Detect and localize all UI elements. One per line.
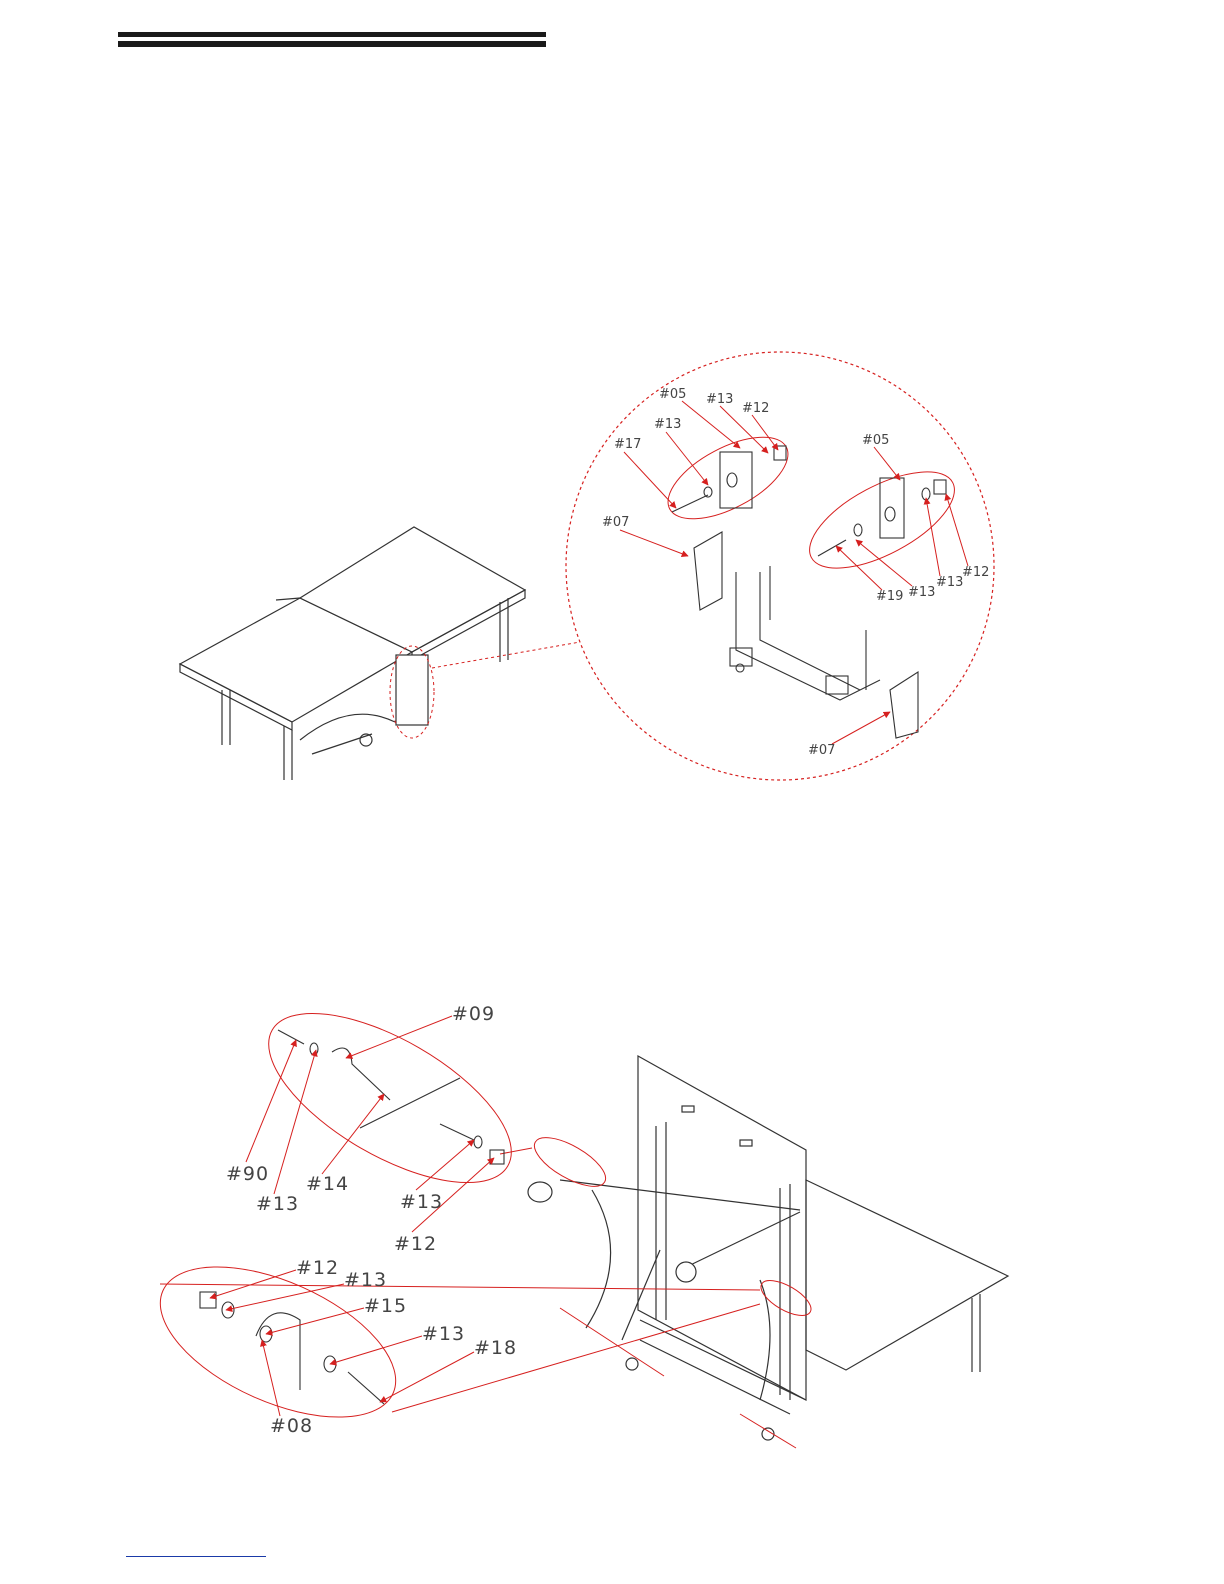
callout-label: #05 <box>862 433 889 448</box>
hardware-group-ellipse-bottom <box>138 1236 417 1448</box>
callout-label: #17 <box>614 437 641 452</box>
callout-label: #15 <box>364 1295 407 1317</box>
callout-label: #13 <box>400 1191 443 1213</box>
callout-label: #13 <box>422 1323 465 1345</box>
callout-label: #12 <box>742 401 769 416</box>
bottom-callout-arrows <box>210 1016 494 1416</box>
detail-circle <box>566 352 994 780</box>
callout-label: #07 <box>602 515 629 530</box>
callout-label: #13 <box>344 1269 387 1291</box>
folded-table-drawing <box>528 1056 1008 1440</box>
detail-leader <box>432 642 580 668</box>
detail-leaders <box>160 1148 796 1448</box>
hardware-group-ellipse-top <box>243 980 537 1216</box>
top-assembly-figure: #05 #13 #12 #13 #17 #05 #07 #19 #13 #13 … <box>0 0 1224 800</box>
callout-label: #13 <box>654 417 681 432</box>
callout-label: #13 <box>256 1193 299 1215</box>
callout-label: #19 <box>876 589 903 604</box>
callout-label: #12 <box>394 1233 437 1255</box>
callout-label: #12 <box>962 565 989 580</box>
footer-link-rule[interactable] <box>126 1556 266 1557</box>
callout-label: #18 <box>474 1337 517 1359</box>
callout-label: #90 <box>226 1163 269 1185</box>
callout-label: #07 <box>808 743 835 758</box>
callout-label: #14 <box>306 1173 349 1195</box>
frame-detail-ellipse-b <box>756 1274 816 1323</box>
hardware-group-ellipse-b <box>795 452 968 587</box>
top-callout-arrows <box>620 401 968 744</box>
callout-label: #13 <box>706 392 733 407</box>
frame-detail-ellipse-a <box>527 1128 612 1196</box>
callout-label: #13 <box>908 585 935 600</box>
callout-label: #13 <box>936 575 963 590</box>
callout-label: #08 <box>270 1415 313 1437</box>
callout-label: #05 <box>659 387 686 402</box>
callout-label: #09 <box>452 1003 495 1025</box>
callout-label: #12 <box>296 1257 339 1279</box>
table-drawing <box>180 527 525 780</box>
